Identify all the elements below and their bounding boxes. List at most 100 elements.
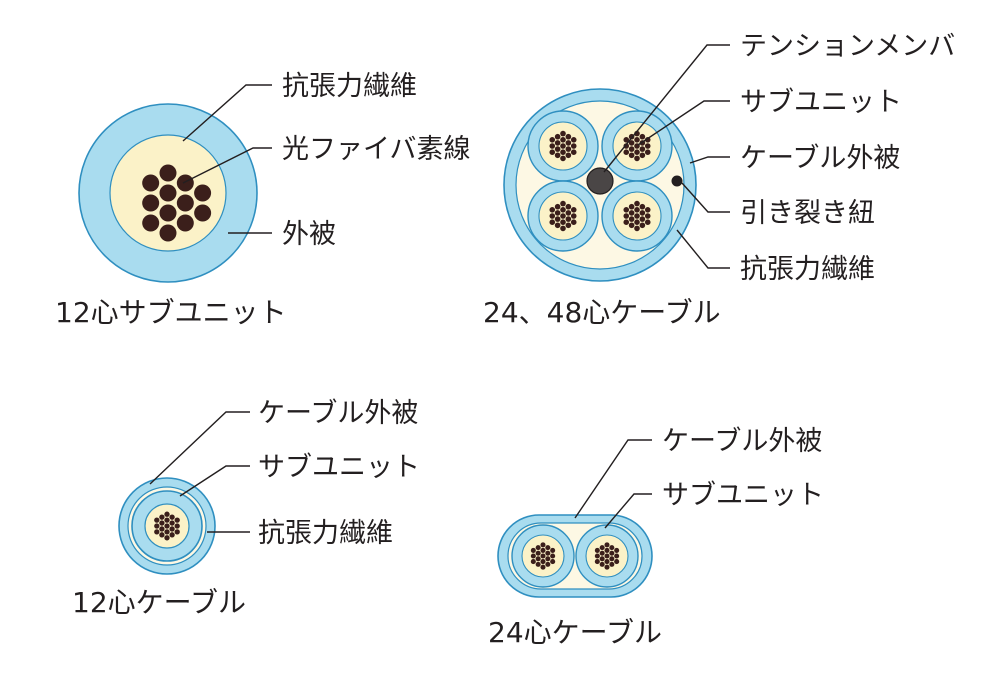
- optical-fiber: [164, 523, 170, 529]
- subunit: [527, 180, 599, 252]
- optical-fiber: [609, 545, 615, 551]
- optical-fiber: [628, 140, 635, 146]
- optical-fiber: [540, 547, 546, 553]
- optical-fiber: [164, 511, 170, 517]
- subunit: [601, 110, 673, 182]
- optical-fiber: [639, 210, 646, 216]
- optical-fiber: [535, 550, 541, 556]
- optical-fiber: [628, 222, 635, 229]
- optical-fiber: [565, 216, 572, 222]
- optical-fiber: [549, 149, 556, 155]
- optical-fiber: [154, 529, 160, 535]
- optical-fiber: [554, 146, 561, 152]
- optical-fiber: [560, 143, 566, 149]
- optical-fiber: [565, 210, 572, 216]
- optical-fiber: [545, 561, 551, 567]
- optical-fiber: [644, 149, 651, 155]
- label-cable-jacket: ケーブル外被: [662, 426, 822, 457]
- optical-fiber: [154, 517, 160, 523]
- leader-subunit: [179, 465, 250, 497]
- optical-fiber: [560, 219, 566, 225]
- leader-strength-fiber: [676, 229, 730, 269]
- optical-fiber: [540, 553, 546, 559]
- optical-fiber: [604, 547, 610, 553]
- title-cable-24: 24心ケーブル: [488, 616, 662, 649]
- optical-fiber: [639, 152, 646, 159]
- leader-optical-fiber: [182, 147, 272, 184]
- subunit: [511, 524, 575, 588]
- optical-fiber: [604, 553, 610, 559]
- optical-fiber: [614, 547, 620, 553]
- optical-fiber: [639, 133, 646, 140]
- optical-fiber: [639, 222, 646, 229]
- label-optical-fiber: 光ファイバ素線: [282, 134, 470, 165]
- optical-fiber: [545, 545, 551, 551]
- leader-tension-member: [603, 44, 730, 173]
- optical-fiber: [560, 200, 566, 207]
- optical-fiber: [159, 526, 165, 532]
- optical-fiber: [176, 214, 194, 232]
- optical-fiber: [535, 561, 541, 567]
- title-cable-24-48: 24、48心ケーブル: [483, 296, 721, 329]
- optical-fiber: [599, 556, 605, 562]
- subunit-group: [511, 524, 639, 588]
- optical-fiber: [159, 164, 177, 182]
- optical-fiber: [634, 149, 640, 155]
- optical-fiber: [634, 219, 640, 225]
- subunit: [601, 180, 673, 252]
- cable-24-figure: ケーブル外被 サブユニット 24心ケーブル: [488, 426, 824, 649]
- optical-fiber: [194, 204, 212, 222]
- subunit-group: [527, 110, 673, 252]
- optical-fiber: [549, 143, 556, 149]
- optical-fiber: [560, 130, 566, 137]
- leader-cable-jacket: [574, 439, 652, 519]
- title-subunit-12: 12心サブユニット: [55, 296, 287, 329]
- optical-fiber: [628, 146, 635, 152]
- optical-fiber: [164, 529, 170, 535]
- optical-fiber: [565, 152, 572, 159]
- optical-fiber: [634, 225, 640, 232]
- optical-fiber: [623, 213, 630, 219]
- label-strength-fiber: 抗張力繊維: [258, 518, 393, 549]
- optical-fiber: [623, 219, 630, 225]
- subunit-12-figure: 抗張力繊維 光ファイバ素線 外被 12心サブユニット: [55, 71, 470, 329]
- optical-fiber: [159, 184, 177, 202]
- optical-fiber: [550, 547, 556, 553]
- optical-fiber: [176, 194, 194, 212]
- optical-fiber: [550, 559, 556, 565]
- title-cable-12: 12心ケーブル: [72, 586, 246, 619]
- optical-fiber: [628, 152, 635, 159]
- leader-cable-jacket: [689, 156, 730, 164]
- optical-fiber: [570, 137, 577, 143]
- optical-fiber: [594, 547, 600, 553]
- label-subunit: サブユニット: [662, 480, 824, 511]
- optical-fiber: [565, 222, 572, 229]
- subunit-fiber-bundle: [154, 511, 180, 541]
- optical-fiber: [639, 146, 646, 152]
- optical-fiber: [570, 207, 577, 213]
- optical-fiber: [159, 532, 165, 538]
- optical-fiber: [609, 550, 615, 556]
- optical-fiber: [634, 200, 640, 207]
- optical-fiber: [549, 137, 556, 143]
- optical-fiber: [554, 133, 561, 140]
- optical-fiber: [549, 213, 556, 219]
- leader-strength-fiber: [182, 84, 272, 142]
- optical-fiber: [604, 559, 610, 565]
- optical-fiber: [570, 143, 577, 149]
- optical-fiber: [164, 517, 170, 523]
- optical-fiber: [550, 553, 556, 559]
- optical-fiber: [594, 553, 600, 559]
- optical-fiber: [609, 556, 615, 562]
- subunit: [527, 110, 599, 182]
- label-strength-fiber: 抗張力繊維: [282, 71, 417, 102]
- optical-fiber: [623, 207, 630, 213]
- optical-fiber: [554, 140, 561, 146]
- label-cable-jacket: ケーブル外被: [740, 143, 900, 174]
- optical-fiber: [594, 559, 600, 565]
- optical-fiber: [545, 556, 551, 562]
- optical-fiber: [599, 550, 605, 556]
- optical-fiber: [614, 553, 620, 559]
- optical-fiber: [628, 216, 635, 222]
